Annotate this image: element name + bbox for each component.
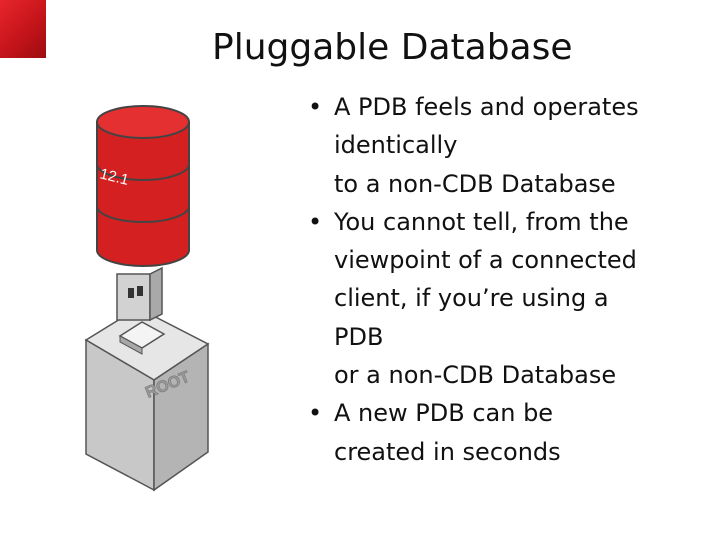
pluggable-database-illustration: ROOT 12.1 <box>84 105 210 492</box>
usb-database-icon: 12.1 <box>96 105 190 267</box>
bullet-item: A PDB feels and operates identically to … <box>302 88 712 203</box>
bullet-item: You cannot tell, from the viewpoint of a… <box>302 203 712 394</box>
bullet-line: PDB <box>334 322 384 351</box>
page-title: Pluggable Database <box>212 27 573 68</box>
bullet-item: A new PDB can be created in seconds <box>302 394 712 471</box>
bullet-list: A PDB feels and operates identically to … <box>302 88 712 471</box>
bullet-line: identically <box>334 131 458 160</box>
drive-label: 12.1 <box>98 165 130 189</box>
bullet-line: to a non-CDB Database <box>334 169 616 198</box>
bullet-line: viewpoint of a connected <box>334 246 637 275</box>
bullet-line: created in seconds <box>334 437 561 466</box>
bullet-line: or a non-CDB Database <box>334 361 617 390</box>
root-container-icon: ROOT <box>84 307 210 492</box>
usb-plug-icon <box>116 266 163 322</box>
bullet-line: A new PDB can be <box>334 399 554 428</box>
bullet-line: You cannot tell, from the <box>334 207 629 236</box>
bullet-line: client, if you’re using a <box>334 284 609 313</box>
brand-corner-accent <box>0 0 46 58</box>
bullet-line: A PDB feels and operates <box>334 93 639 121</box>
